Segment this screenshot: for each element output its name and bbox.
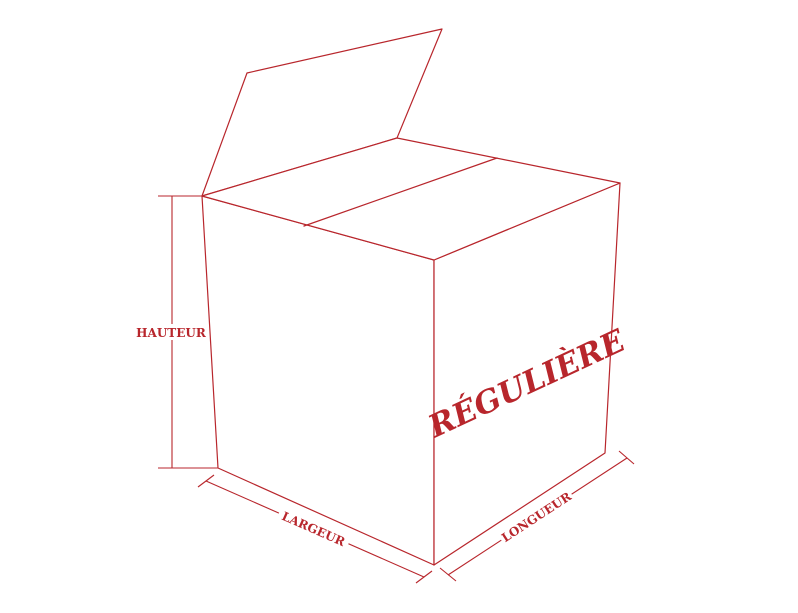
length-label-bg — [496, 486, 576, 547]
top-tape-seam-front — [303, 157, 498, 227]
width-label-bg — [275, 505, 352, 551]
height-dimension: HAUTEUR — [134, 195, 218, 469]
height-label: HAUTEUR — [136, 326, 207, 340]
height-label-bg — [134, 324, 208, 340]
width-dim-right-tick — [415, 570, 433, 584]
length-dim-left-tick — [439, 567, 457, 582]
front-left-face — [201, 195, 435, 566]
length-dim-right-tick — [618, 450, 635, 465]
width-dim-left-tick — [197, 474, 215, 488]
top-face — [201, 137, 621, 261]
